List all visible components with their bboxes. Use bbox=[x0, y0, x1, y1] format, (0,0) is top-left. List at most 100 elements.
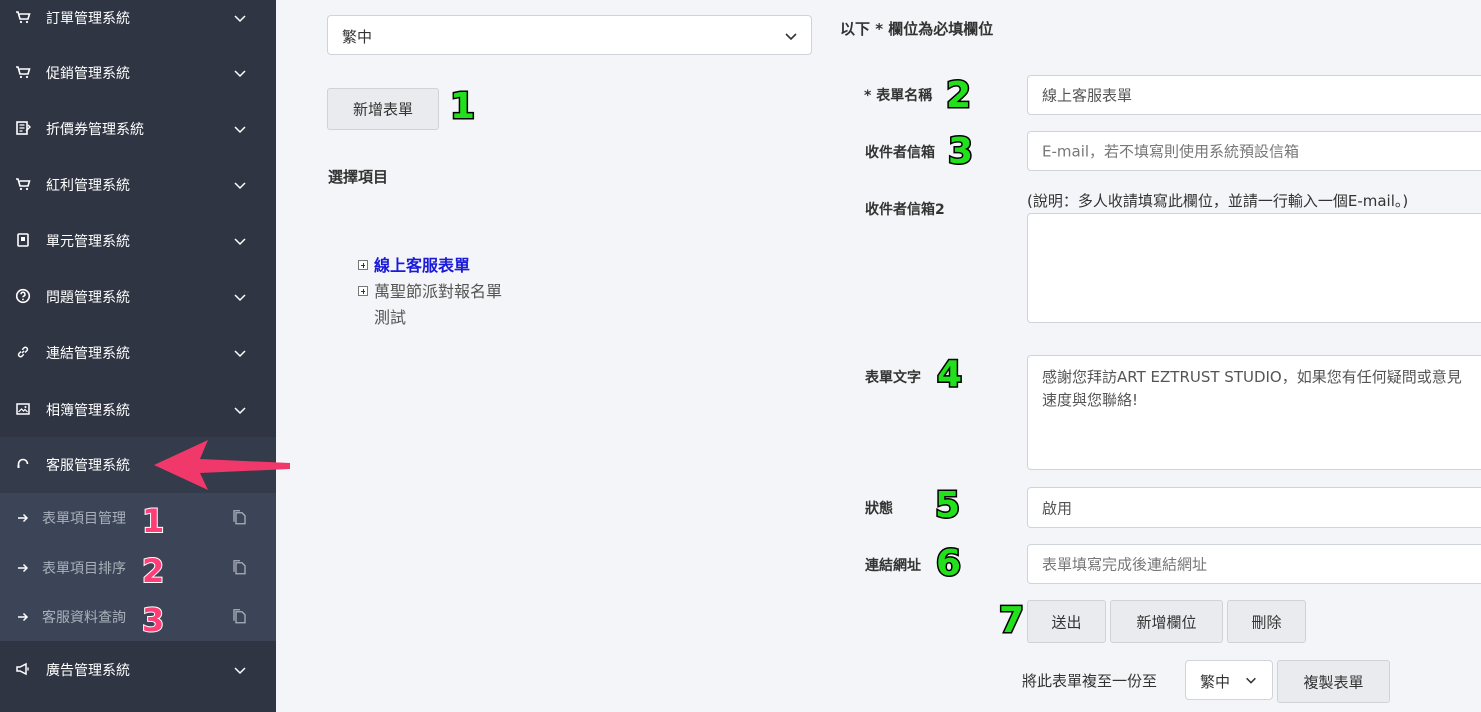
sidebar-item-label: 廣告管理系統 bbox=[46, 663, 130, 679]
sidebar-item-questions[interactable]: 問題管理系統 bbox=[0, 269, 276, 325]
sidebar: 訂單管理系統 促銷管理系統 折價券管理系統 紅利管理系統 單元管理系統 問題管理… bbox=[0, 0, 276, 712]
sidebar-subitem-form-items[interactable]: 表單項目管理 bbox=[0, 493, 276, 542]
annotation-number: 2 bbox=[141, 552, 165, 590]
form-text-label: 表單文字 bbox=[865, 370, 921, 386]
recipient-email2-label: 收件者信箱2 bbox=[865, 202, 945, 218]
copy-icon bbox=[232, 509, 246, 524]
chevron-down-icon bbox=[783, 28, 799, 44]
annotation-number: 1 bbox=[448, 86, 476, 127]
sidebar-subitem-label: 客服資料查詢 bbox=[42, 609, 126, 626]
chevron-down-icon bbox=[232, 10, 248, 26]
chevron-down-icon bbox=[1244, 673, 1258, 687]
tree-item[interactable]: 測試 bbox=[374, 304, 406, 328]
recipient-email2-textarea[interactable] bbox=[1027, 213, 1481, 323]
sidebar-item-albums[interactable]: 相簿管理系統 bbox=[0, 382, 276, 438]
annotation-number: 4 bbox=[935, 354, 963, 395]
copy-icon bbox=[232, 608, 246, 623]
chevron-down-icon bbox=[232, 345, 248, 361]
coupon-icon bbox=[15, 120, 33, 138]
sidebar-subitem-service-query[interactable]: 客服資料查詢 bbox=[0, 592, 276, 641]
chevron-down-icon bbox=[232, 662, 248, 678]
unit-icon bbox=[15, 232, 33, 250]
sidebar-item-label: 客服管理系統 bbox=[46, 458, 130, 474]
sidebar-submenu: 表單項目管理 表單項目排序 客服資料查詢 bbox=[0, 493, 276, 641]
status-select[interactable]: 啟用 bbox=[1027, 487, 1481, 528]
tree-item[interactable]: 萬聖節派對報名單 bbox=[358, 278, 502, 302]
annotation-number: 7 bbox=[997, 600, 1025, 641]
annotation-number: 6 bbox=[934, 543, 962, 584]
add-form-button[interactable]: 新增表單 bbox=[327, 88, 439, 130]
sidebar-subitem-label: 表單項目管理 bbox=[42, 510, 126, 527]
chevron-down-icon bbox=[232, 121, 248, 137]
tree-item[interactable]: 線上客服表單 bbox=[358, 252, 470, 276]
form-name-value: 線上客服表單 bbox=[1042, 86, 1133, 105]
sidebar-item-label: 促銷管理系統 bbox=[46, 66, 130, 82]
form-text-textarea[interactable]: 感謝您拜訪ART EZTRUST STUDIO，如果您有任何疑問或意見 速度與您… bbox=[1027, 355, 1481, 470]
expand-icon[interactable] bbox=[358, 285, 368, 296]
annotation-number: 3 bbox=[946, 131, 974, 172]
image-icon bbox=[15, 401, 33, 419]
delete-button-label: 刪除 bbox=[1251, 613, 1282, 631]
add-form-button-label: 新增表單 bbox=[352, 100, 413, 119]
tree-item-label: 線上客服表單 bbox=[374, 256, 471, 275]
form-text-value: 感謝您拜訪ART EZTRUST STUDIO，如果您有任何疑問或意見 速度與您… bbox=[1042, 368, 1462, 409]
sidebar-item-label: 問題管理系統 bbox=[46, 290, 130, 306]
sidebar-item-label: 訂單管理系統 bbox=[46, 11, 130, 27]
language-select-value: 繁中 bbox=[342, 28, 373, 46]
recipient-email-placeholder: E-mail，若不填寫則使用系統預設信箱 bbox=[1042, 142, 1300, 161]
annotation-number: 5 bbox=[933, 485, 961, 526]
sidebar-item-bonus[interactable]: 紅利管理系統 bbox=[0, 157, 276, 213]
tree-item-label: 測試 bbox=[374, 308, 407, 327]
cart-icon bbox=[15, 9, 33, 27]
sidebar-item-promotions[interactable]: 促銷管理系統 bbox=[0, 45, 276, 101]
chevron-down-icon bbox=[232, 65, 248, 81]
arrow-right-icon bbox=[17, 562, 29, 574]
sidebar-item-label: 相簿管理系統 bbox=[46, 403, 130, 419]
annotation-number: 1 bbox=[141, 502, 165, 540]
copy-icon bbox=[232, 559, 246, 574]
sidebar-item-links[interactable]: 連結管理系統 bbox=[0, 325, 276, 381]
recipient-email-label: 收件者信箱 bbox=[865, 145, 935, 161]
form-name-input[interactable]: 線上客服表單 bbox=[1027, 75, 1481, 115]
cart-icon bbox=[15, 176, 33, 194]
submit-button[interactable]: 送出 bbox=[1027, 600, 1106, 643]
link-icon bbox=[15, 344, 33, 362]
recipient-email2-hint: (說明：多人收請填寫此欄位，並請一行輸入一個E-mail。) bbox=[1027, 192, 1409, 210]
sidebar-item-coupons[interactable]: 折價券管理系統 bbox=[0, 101, 276, 157]
sidebar-item-label: 折價券管理系統 bbox=[46, 122, 144, 138]
sidebar-item-units[interactable]: 單元管理系統 bbox=[0, 213, 276, 269]
chevron-down-icon bbox=[232, 289, 248, 305]
expand-icon[interactable] bbox=[358, 259, 368, 270]
sidebar-item-ads[interactable]: 廣告管理系統 bbox=[0, 642, 276, 698]
add-field-button-label: 新增欄位 bbox=[1136, 613, 1197, 631]
arrow-right-icon bbox=[17, 611, 29, 623]
chevron-down-icon bbox=[232, 402, 248, 418]
recipient-email-input[interactable]: E-mail，若不填寫則使用系統預設信箱 bbox=[1027, 131, 1481, 171]
copy-form-button[interactable]: 複製表單 bbox=[1277, 660, 1390, 703]
delete-button[interactable]: 刪除 bbox=[1227, 600, 1306, 643]
sidebar-subitem-form-order[interactable]: 表單項目排序 bbox=[0, 543, 276, 592]
link-url-input[interactable]: 表單填寫完成後連結網址 bbox=[1027, 544, 1481, 584]
add-field-button[interactable]: 新增欄位 bbox=[1110, 600, 1223, 643]
copy-form-button-label: 複製表單 bbox=[1303, 673, 1364, 691]
link-url-label: 連結網址 bbox=[865, 558, 921, 574]
sidebar-item-orders[interactable]: 訂單管理系統 bbox=[0, 0, 276, 46]
tree-item-label: 萬聖節派對報名單 bbox=[374, 282, 503, 301]
required-note: 以下 * 欄位為必填欄位 bbox=[840, 20, 994, 38]
megaphone-icon bbox=[15, 661, 33, 679]
question-icon bbox=[15, 288, 33, 306]
copy-language-select[interactable]: 繁中 bbox=[1185, 660, 1273, 700]
language-select[interactable]: 繁中 bbox=[327, 15, 812, 55]
status-label: 狀態 bbox=[865, 501, 893, 517]
sidebar-item-label: 單元管理系統 bbox=[46, 234, 130, 250]
cart-icon bbox=[15, 64, 33, 82]
select-items-title: 選擇項目 bbox=[328, 168, 389, 186]
form-name-label: * 表單名稱 bbox=[864, 88, 933, 104]
sidebar-item-label: 連結管理系統 bbox=[46, 346, 130, 362]
status-value: 啟用 bbox=[1042, 499, 1073, 517]
copy-form-label: 將此表單複至一份至 bbox=[1022, 672, 1158, 690]
sidebar-subitem-label: 表單項目排序 bbox=[42, 560, 126, 577]
chevron-down-icon bbox=[232, 177, 248, 193]
copy-language-value: 繁中 bbox=[1200, 673, 1231, 691]
annotation-number: 3 bbox=[141, 601, 165, 639]
